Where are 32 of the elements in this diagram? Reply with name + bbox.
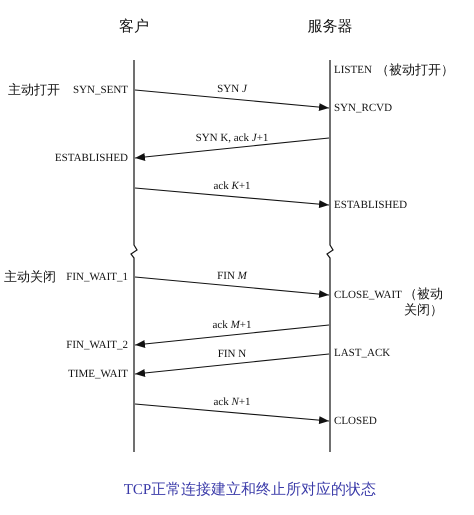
- caption: TCP正常连接建立和终止所对应的状态: [124, 482, 376, 498]
- state-label: SYN_RCVD: [334, 102, 392, 114]
- message-arrow: [134, 276, 330, 298]
- edge-label: ack K+1: [213, 180, 251, 193]
- edge-label: FIN N: [218, 348, 246, 360]
- message-arrow: [134, 137, 330, 161]
- state-label: SYN_SENT: [72, 84, 128, 96]
- state-label: CLOSE_WAIT: [334, 288, 402, 302]
- state-label: ESTABLISHED: [54, 152, 128, 164]
- annotation-text: 主动打开: [8, 82, 60, 98]
- message-arrow: [134, 353, 330, 377]
- message-arrow: [134, 89, 330, 112]
- participant-label: 客户: [118, 18, 150, 36]
- state-label: FIN_WAIT_2: [66, 338, 128, 352]
- annotation-text: 主动关闭: [4, 269, 56, 285]
- state-label: LAST_ACK: [334, 346, 390, 360]
- edge-label: SYN J: [217, 82, 247, 96]
- message-arrow: [134, 324, 330, 348]
- message-arrow: [134, 403, 330, 424]
- state-label: TIME_WAIT: [68, 368, 128, 380]
- annotation-text: （被动打开）: [376, 62, 454, 78]
- participant-label: 服务器: [306, 18, 354, 36]
- edge-label: SYN K, ack J+1: [196, 132, 268, 144]
- state-label: CLOSED: [334, 414, 377, 428]
- edge-label: FIN M: [217, 270, 247, 282]
- annotation-text: （被动关闭）: [404, 286, 444, 318]
- message-arrow: [134, 187, 330, 208]
- edge-label: ack M+1: [212, 318, 252, 332]
- state-label: FIN_WAIT_1: [66, 270, 128, 284]
- state-label: LISTEN: [334, 64, 372, 76]
- state-label: ESTABLISHED: [334, 198, 408, 212]
- edge-label: ack N+1: [213, 396, 251, 409]
